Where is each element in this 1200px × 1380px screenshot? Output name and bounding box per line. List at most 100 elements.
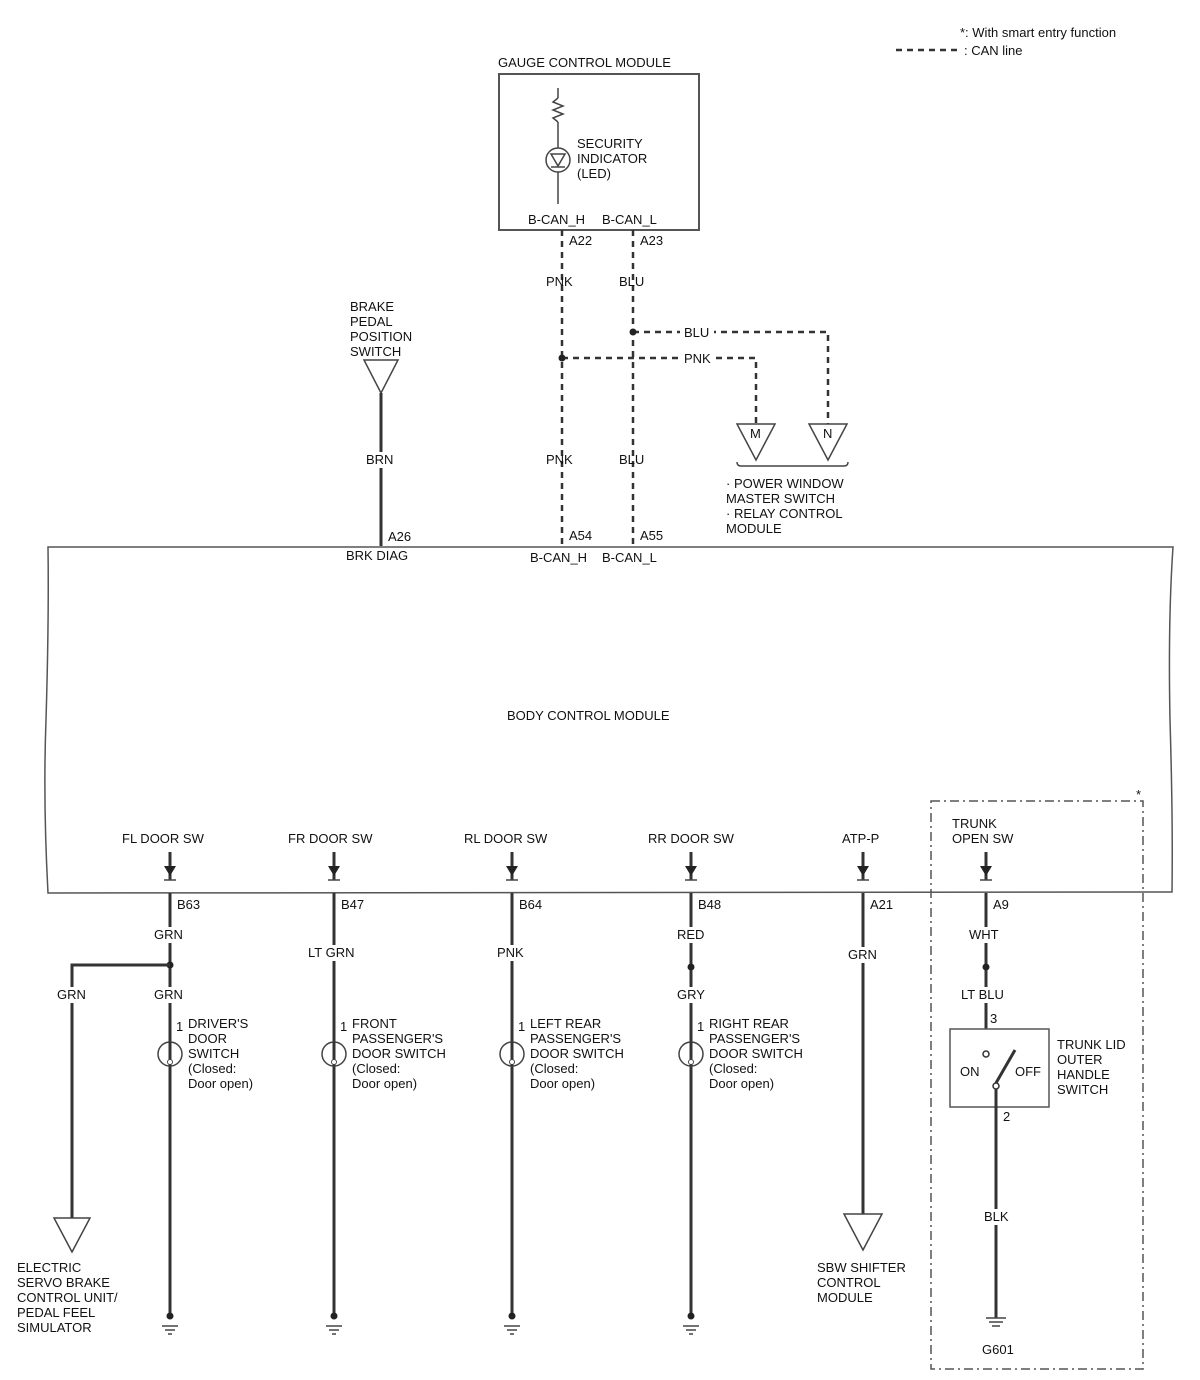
bcm-can-l-terminal: B-CAN_L: [602, 550, 657, 565]
rr-door-sw-terminal: RR DOOR SW: [648, 831, 735, 846]
g601-ground-icon: [986, 1317, 1006, 1327]
brn-label-bg: [362, 452, 400, 468]
legend-can-line: : CAN line: [964, 43, 1023, 58]
rr-door-switch-label-2: PASSENGER'S: [709, 1031, 800, 1046]
fr-door-switch-label-4: (Closed:: [352, 1061, 400, 1076]
trunk-splice: [982, 963, 990, 971]
can-l-splice: [629, 328, 637, 336]
sbw-label-2: CONTROL: [817, 1275, 881, 1290]
esb-connector-icon: [52, 1217, 92, 1254]
bcm-pin-a26: A26: [388, 529, 411, 544]
rl-door-sw-pin: B64: [519, 897, 542, 912]
atp-p-wire-color: GRN: [848, 947, 877, 962]
bcm-pin-a55: A55: [640, 528, 663, 543]
trunk-wire-bottom-label-bg: [980, 1209, 1014, 1225]
rr-door-switch-label-1: RIGHT REAR: [709, 1016, 789, 1031]
trunk-lid-switch-icon: [982, 1049, 1017, 1107]
rl-door-sw-wire-color: PNK: [497, 945, 524, 960]
rl-door-switch-label-1: LEFT REAR: [530, 1016, 601, 1031]
trunk-wire-mid-color: LT BLU: [961, 987, 1004, 1002]
trunk-switch-label-4: SWITCH: [1057, 1082, 1108, 1097]
esb-label-4: PEDAL FEEL: [17, 1305, 95, 1320]
sbw-label-3: MODULE: [817, 1290, 873, 1305]
rr-door-sw-pin-icon: [685, 852, 697, 881]
rl-door-switch-label-5: Door open): [530, 1076, 595, 1091]
connector-n-label: N: [823, 426, 832, 441]
trunk-switch-on: ON: [960, 1064, 980, 1079]
brake-switch-label-3: POSITION: [350, 329, 412, 344]
rl-door-sw-pin-icon: [506, 852, 518, 881]
trunk-wire-top-label-bg: [966, 927, 1006, 943]
trunk-switch-label-2: OUTER: [1057, 1052, 1103, 1067]
can-l-branch-wire: [633, 330, 830, 425]
fl-door-switch-label-2: DOOR: [188, 1031, 227, 1046]
can-l-branch-color: BLU: [684, 325, 709, 340]
esb-wire-color: GRN: [57, 987, 86, 1002]
can-l-wire-color: BLU: [619, 274, 644, 289]
smart-entry-asterisk: *: [1136, 787, 1141, 802]
gauge-pin-a22: A22: [569, 233, 592, 248]
fr-door-sw-pin-icon: [328, 852, 340, 881]
connector-n-icon: [807, 423, 849, 462]
brake-switch-wire-color: BRN: [366, 452, 393, 467]
can-h-splice: [558, 354, 566, 362]
atp-p-pin: A21: [870, 897, 893, 912]
gauge-can-h-terminal: B-CAN_H: [528, 212, 585, 227]
fl-door-sw-terminal: FL DOOR SW: [122, 831, 205, 846]
fr-door-sw-wire-color: LT GRN: [308, 945, 354, 960]
gauge-module-title: GAUGE CONTROL MODULE: [498, 55, 671, 70]
sbw-label-1: SBW SHIFTER: [817, 1260, 906, 1275]
gauge-can-l-terminal: B-CAN_L: [602, 212, 657, 227]
fr-ground-icon: [326, 1312, 342, 1335]
fl-wire-bottom-label-bg: [150, 987, 190, 1003]
fl-door-sw-pin-icon: [164, 852, 176, 881]
fl-door-switch-label-1: DRIVER'S: [188, 1016, 249, 1031]
trunk-switch-pin-2: 2: [1003, 1109, 1010, 1124]
rr-door-switch-label-4: (Closed:: [709, 1061, 757, 1076]
fr-door-switch-label-2: PASSENGER'S: [352, 1031, 443, 1046]
fr-door-switch-pin-1: 1: [340, 1019, 347, 1034]
power-window-label-1: · POWER WINDOW: [726, 476, 844, 491]
esb-label-1: ELECTRIC: [17, 1260, 81, 1275]
power-window-label-2: MASTER SWITCH: [726, 491, 835, 506]
rr-door-sw-wire-top-color: RED: [677, 927, 704, 942]
fl-door-switch-label-3: SWITCH: [188, 1046, 239, 1061]
rr-door-switch-icon: [678, 1041, 704, 1067]
bcm-can-h-terminal: B-CAN_H: [530, 550, 587, 565]
rr-door-sw-wire-bottom-color: GRY: [677, 987, 705, 1002]
trunk-wire-bottom-color: BLK: [984, 1209, 1009, 1224]
rr-ground-icon: [683, 1312, 699, 1335]
brake-switch-label-4: SWITCH: [350, 344, 401, 359]
rr-door-switch-label-3: DOOR SWITCH: [709, 1046, 803, 1061]
trunk-lid-switch-box: [949, 1028, 1050, 1108]
rr-door-switch-label-5: Door open): [709, 1076, 774, 1091]
power-window-label-3: · RELAY CONTROL: [726, 506, 843, 521]
trunk-switch-label-3: HANDLE: [1057, 1067, 1110, 1082]
trunk-open-sw-terminal-1: TRUNK: [952, 816, 997, 831]
esb-wire-label-bg: [52, 987, 92, 1003]
bcm-pin-a54: A54: [569, 528, 592, 543]
rr-splice: [687, 963, 695, 971]
fl-wire-top-label-bg: [150, 927, 190, 943]
smart-entry-boundary: [930, 800, 1144, 1370]
trunk-switch-off: OFF: [1015, 1064, 1041, 1079]
fl-door-sw-wire-bottom-color: GRN: [154, 987, 183, 1002]
rr-wire-bottom-label-bg: [673, 987, 711, 1003]
bcm-title: BODY CONTROL MODULE: [507, 708, 670, 723]
trunk-switch-pin-3: 3: [990, 1011, 997, 1026]
atp-p-terminal: ATP-P: [842, 831, 879, 846]
esb-label-2: SERVO BRAKE: [17, 1275, 110, 1290]
pnk-branch-label-bg: [680, 350, 716, 366]
fr-door-switch-label-3: DOOR SWITCH: [352, 1046, 446, 1061]
can-h-lower-color: PNK: [546, 452, 573, 467]
rr-door-sw-pin: B48: [698, 897, 721, 912]
atp-p-pin-icon: [857, 852, 869, 881]
can-h-branch-color: PNK: [684, 351, 711, 366]
can-l-lower-color: BLU: [619, 452, 644, 467]
trunk-open-sw-pin-icon: [980, 852, 992, 881]
power-window-label-4: MODULE: [726, 521, 782, 536]
esb-label-5: SIMULATOR: [17, 1320, 92, 1335]
brake-switch-connector-icon: [362, 359, 400, 395]
body-control-module-box: [44, 546, 1174, 894]
